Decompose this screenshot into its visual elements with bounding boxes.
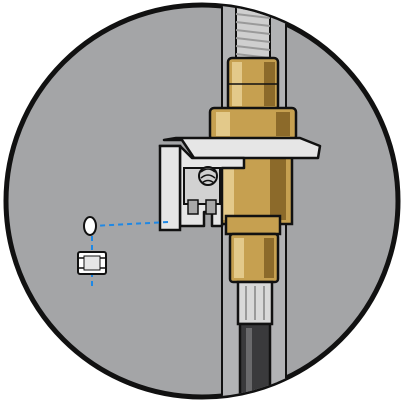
bracket-screw xyxy=(199,167,217,185)
upper-brass-nut xyxy=(228,58,278,110)
hose-ferrule xyxy=(238,282,272,324)
lower-brass-fitting xyxy=(226,216,280,282)
